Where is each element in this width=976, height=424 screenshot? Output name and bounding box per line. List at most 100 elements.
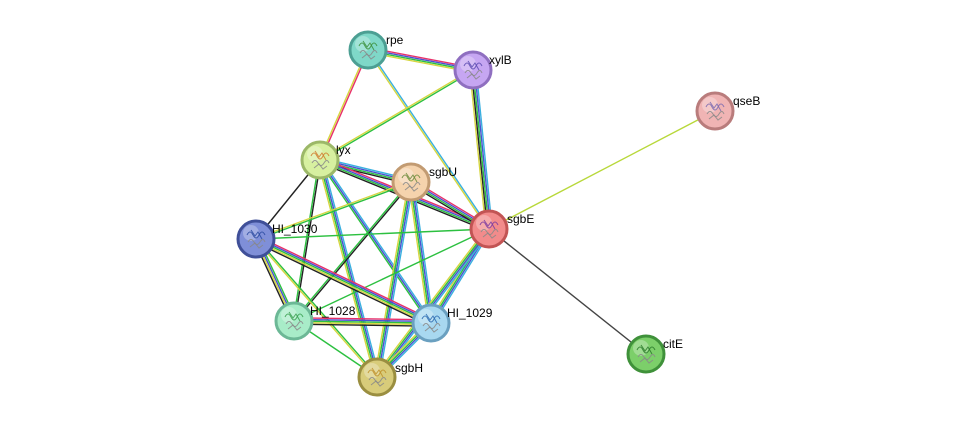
edge-sgbU-HI_1029 — [407, 181, 435, 324]
edge-line — [320, 159, 379, 377]
edge-line — [319, 68, 473, 160]
protein-structure-icon — [367, 367, 387, 387]
edge-line — [255, 238, 432, 324]
edge-line — [256, 236, 432, 323]
node-HI_1028[interactable]: HI_1028 — [274, 301, 356, 341]
protein-structure-icon — [636, 344, 656, 364]
protein-structure-icon — [705, 101, 725, 121]
edge-line — [292, 181, 411, 321]
edge-line — [407, 182, 430, 324]
edge-line — [256, 238, 379, 377]
edge-line — [320, 70, 474, 162]
node-HI_1030[interactable]: HI_1030 — [236, 219, 318, 259]
node-xylB[interactable]: xylB — [453, 50, 512, 90]
node-circle[interactable] — [391, 162, 431, 202]
edge-sgbU-HI_1028 — [292, 181, 413, 322]
edge-sgbE-citE — [488, 228, 647, 355]
edge-line — [318, 160, 431, 325]
edge-line — [472, 69, 490, 230]
node-label: sgbU — [429, 165, 457, 179]
node-highlight — [355, 36, 371, 52]
edge-line — [318, 49, 368, 160]
node-label: lyx — [336, 143, 351, 157]
edge-line — [293, 323, 431, 327]
edge-lyx-HI_1029 — [318, 158, 433, 325]
node-circle[interactable] — [300, 140, 340, 180]
node-label: rpe — [386, 33, 404, 47]
edge-line — [293, 321, 431, 326]
edge-line — [375, 181, 411, 377]
edge-line — [320, 158, 433, 323]
node-sgbU[interactable]: sgbU — [391, 162, 457, 202]
edge-line — [320, 50, 370, 161]
node-highlight — [702, 97, 718, 113]
node-highlight — [243, 225, 259, 241]
node-highlight — [364, 363, 380, 379]
node-circle[interactable] — [453, 50, 493, 90]
protein-structure-icon — [358, 40, 378, 60]
node-qseB[interactable]: qseB — [695, 91, 760, 131]
node-highlight — [476, 215, 492, 231]
node-sgbE[interactable]: sgbE — [469, 209, 534, 249]
node-label: HI_1028 — [310, 304, 356, 318]
edge-HI_1030-sgbH — [254, 238, 379, 378]
edge-line — [378, 182, 415, 378]
node-highlight — [307, 146, 323, 162]
edge-sgbE-HI_1028 — [293, 228, 490, 322]
node-citE[interactable]: citE — [626, 334, 683, 374]
edge-line — [294, 317, 432, 321]
node-label: xylB — [489, 53, 512, 67]
node-HI_1029[interactable]: HI_1029 — [411, 303, 493, 343]
node-label: qseB — [733, 94, 760, 108]
node-highlight — [460, 56, 476, 72]
edge-line — [411, 181, 433, 323]
node-circle[interactable] — [626, 334, 666, 374]
edge-lyx-HI_1028 — [292, 159, 322, 322]
node-circle[interactable] — [695, 91, 735, 131]
edge-line — [377, 229, 491, 378]
protein-structure-icon — [463, 60, 483, 80]
edge-HI_1028-HI_1029 — [293, 317, 432, 327]
edge-line — [294, 318, 432, 323]
edge-line — [488, 228, 647, 355]
edge-line — [469, 70, 487, 230]
node-highlight — [633, 340, 649, 356]
node-circle[interactable] — [469, 209, 509, 249]
node-circle[interactable] — [236, 219, 276, 259]
edge-line — [374, 227, 488, 376]
node-circle[interactable] — [274, 301, 314, 341]
node-circle[interactable] — [411, 303, 451, 343]
node-sgbH[interactable]: sgbH — [357, 357, 423, 397]
edge-line — [293, 320, 432, 324]
node-lyx[interactable]: lyx — [300, 140, 351, 180]
node-label: HI_1030 — [272, 222, 318, 236]
edge-line — [294, 182, 413, 322]
node-label: citE — [663, 337, 683, 351]
edge-sgbE-HI_1030 — [255, 228, 490, 240]
edge-line — [470, 70, 489, 230]
edge-line — [254, 239, 377, 378]
node-label: HI_1029 — [447, 306, 493, 320]
edge-line — [488, 110, 716, 230]
edge-line — [412, 181, 435, 323]
node-circle[interactable] — [348, 30, 388, 70]
node-label: sgbH — [395, 361, 423, 375]
node-highlight — [398, 168, 414, 184]
edge-line — [319, 159, 432, 324]
edge-line — [473, 69, 492, 229]
edge-xylB-sgbE — [469, 69, 493, 230]
edge-line — [293, 228, 490, 322]
edge-line — [375, 228, 489, 377]
edge-line — [254, 241, 430, 327]
protein-structure-icon — [310, 150, 330, 170]
edge-line — [294, 160, 322, 322]
protein-structure-icon — [246, 229, 266, 249]
edge-sgbU-sgbH — [373, 181, 415, 378]
protein-structure-icon — [479, 219, 499, 239]
protein-structure-icon — [421, 313, 441, 333]
edge-xylB-lyx — [319, 68, 474, 162]
node-rpe[interactable]: rpe — [348, 30, 404, 70]
edge-line — [409, 182, 431, 324]
node-circle[interactable] — [357, 357, 397, 397]
